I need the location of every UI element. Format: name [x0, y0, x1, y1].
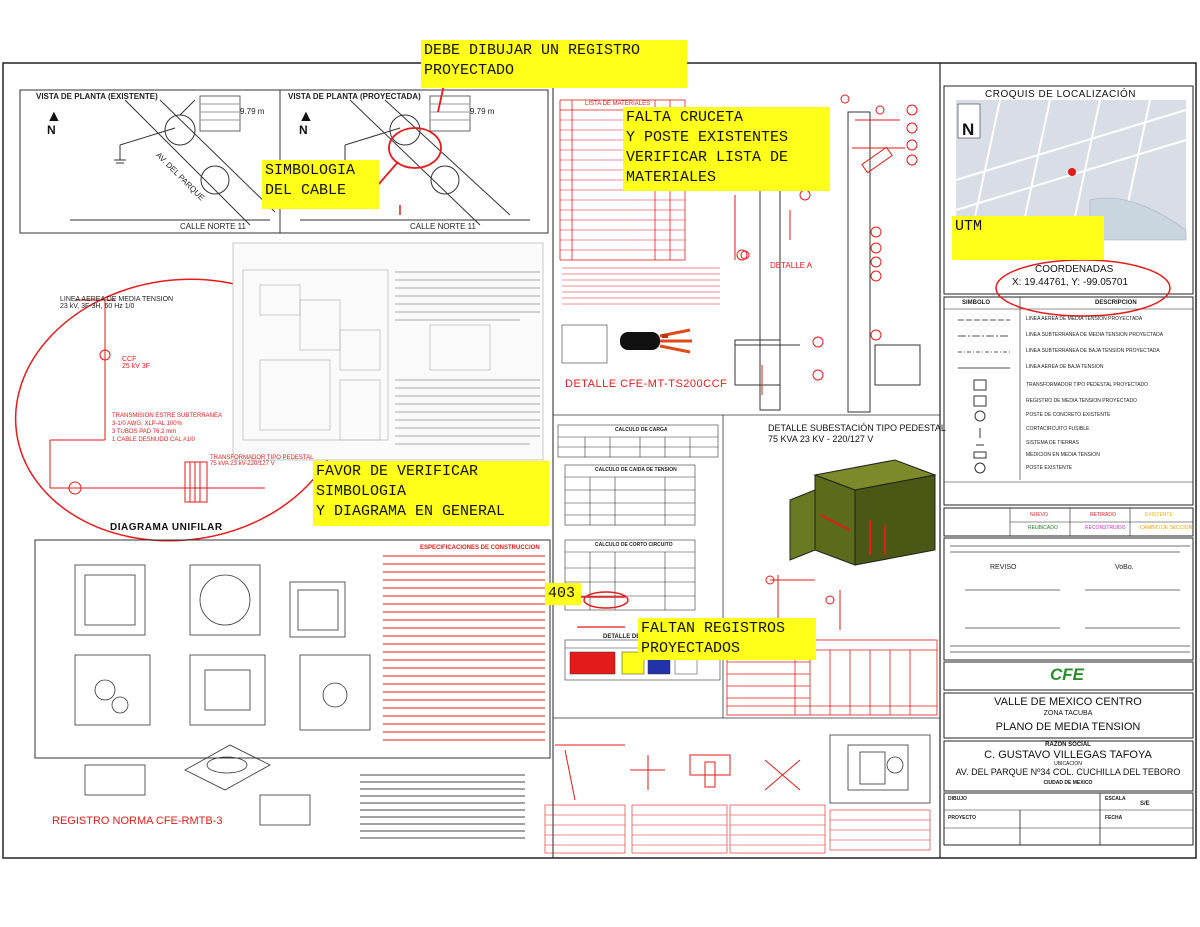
north-label-existente: N — [47, 123, 56, 137]
status-code: REUBICADO — [1028, 525, 1058, 531]
simbologia-col-symbol: SIMBOLO — [962, 300, 990, 306]
razon-social-value: C. GUSTAVO VILLEGAS TAFOYA — [984, 749, 1152, 761]
north-arrow-icon: ▲ — [298, 108, 314, 125]
registro-notes-lines — [383, 555, 545, 741]
calc-table-1-title: CALCULO DE CARGA — [615, 427, 668, 433]
ubicacion-label: UBICACION — [1054, 761, 1082, 767]
unifilar-ccf: CCF 25 kV 3F — [122, 356, 151, 370]
north-label-proyectada: N — [299, 123, 308, 137]
dibujo-label: DIBUJO — [948, 796, 967, 802]
unifilar-title: DIAGRAMA UNIFILAR — [110, 522, 223, 533]
note-verificar-simbologia: FAVOR DE VERIFICAR SIMBOLOGIA Y DIAGRAMA… — [313, 461, 549, 526]
simbologia-row: CORTACIRCUITO FUSIBLE — [1026, 426, 1090, 432]
simbologia-row: LINEA AEREA DE MEDIA TENSION PROYECTADA — [1026, 316, 1143, 322]
street-bottom-existente: CALLE NORTE 11 — [180, 222, 246, 231]
proyecto-label: PROYECTO — [948, 815, 976, 821]
note-403: 403 — [545, 583, 581, 605]
simbologia-row: MEDICION EN MEDIA TENSION — [1026, 452, 1100, 458]
status-code: RETIRADO — [1090, 512, 1116, 518]
registro-notes-title: ESPECIFICACIONES DE CONSTRUCCION — [420, 545, 540, 551]
street-bottom-proyectada: CALLE NORTE 11 — [410, 222, 476, 231]
simbologia-row: POSTE EXISTENTE — [1026, 465, 1073, 471]
status-code: NUEVO — [1030, 512, 1048, 518]
note-utm: UTM — [952, 216, 1104, 260]
map-north-label: N — [962, 120, 975, 139]
plan-existente-title: VISTA DE PLANTA (EXISTENTE) — [36, 92, 158, 101]
ciudad-value: CIUDAD DE MEXICO — [1043, 780, 1093, 786]
registro-title: REGISTRO NORMA CFE-RMTB-3 — [52, 815, 223, 827]
reviso-label: REVISO — [990, 564, 1017, 571]
simbologia-row: LINEA AEREA DE BAJA TENSION — [1026, 364, 1104, 370]
simbologia-row: TRANSFORMADOR TIPO PEDESTAL PROYECTADO — [1026, 382, 1149, 388]
note-registro-proyectado: DEBE DIBUJAR UN REGISTRO PROYECTADO — [421, 40, 687, 88]
dim-proyectada: 9.79 m — [470, 107, 495, 116]
bottom-details — [726, 639, 938, 716]
status-code: CAMBIO DE SECCION — [1140, 525, 1193, 531]
note-simbologia-cable: SIMBOLOGIA DEL CABLE — [262, 160, 379, 209]
unifilar-line-label: LINEA AEREA DE MEDIA TENSION 23 kV, 3F-3… — [60, 296, 174, 310]
plan-existente-drawing — [70, 95, 276, 226]
spec-text-lines — [395, 271, 540, 445]
pedestal-transformer — [789, 459, 937, 566]
escala-value: S/E — [1140, 801, 1150, 807]
plan-proyectada-drawing — [300, 95, 530, 226]
dim-existente: 9.79 m — [240, 107, 265, 116]
calc-tables — [557, 424, 719, 611]
razon-social-label: RAZON SOCIAL — [1045, 742, 1091, 748]
note-faltan-registros: FALTAN REGISTROS PROYECTADOS — [638, 618, 816, 660]
croquis-title: CROQUIS DE LOCALIZACIÓN — [985, 89, 1136, 100]
simbologia-row: POSTE DE CONCRETO EXISTENTE — [1026, 412, 1111, 418]
simbologia-row: LINEA SUBTERRANEA DE MEDIA TENSION PROYE… — [1026, 332, 1164, 338]
region-label: VALLE DE MEXICO CENTRO — [994, 696, 1142, 708]
coords-title: COORDENADAS — [1035, 264, 1114, 275]
vobo-label: VoBo. — [1115, 564, 1134, 571]
materials-title: LISTA DE MATERIALES — [585, 101, 651, 107]
simbologia-row: LINEA SUBTERRANEA DE BAJA TENSION PROYEC… — [1026, 348, 1160, 354]
unifilar-trafo: TRANSFORMADOR TIPO PEDESTAL 75 kVA 23 kV… — [210, 455, 314, 467]
simbologia-row: SISTEMA DE TIERRAS — [1026, 440, 1079, 446]
escala-label: ESCALA — [1105, 796, 1126, 802]
plano-label: PLANO DE MEDIA TENSION — [995, 721, 1141, 733]
simbologia-row: REGISTRO DE MEDIA TENSION PROYECTADO — [1026, 398, 1137, 404]
substation-title: DETALLE SUBESTACIÓN TIPO PEDESTAL 75 KVA… — [768, 423, 946, 444]
registro-drawings — [74, 564, 371, 826]
fecha-label: FECHA — [1105, 815, 1123, 821]
unifilar-transmision: TRANSMISION ESTRE SUBTERRANEA 3-1/0 AWG,… — [112, 413, 223, 443]
status-code: EXISTENTE — [1145, 512, 1173, 518]
simbologia-lines — [944, 297, 1193, 483]
simbologia-col-desc: DESCRIPCION — [1095, 300, 1137, 306]
cfe-logo: CFE — [1050, 665, 1084, 684]
unifilar-lines — [49, 299, 265, 503]
coords-value: X: 19.44761, Y: -99.05701 — [1012, 277, 1129, 288]
north-arrow-icon: ▲ — [46, 108, 62, 125]
detalle-a-label: DETALLE A — [770, 261, 813, 270]
note-falta-cruceta: FALTA CRUCETA Y POSTE EXISTENTES VERIFIC… — [623, 107, 830, 191]
zona-label: ZONA TACUBA — [1043, 710, 1093, 717]
direccion-value: AV. DEL PARQUE Nº34 COL. CUCHILLA DEL TE… — [955, 767, 1181, 777]
status-code: RECONSTRUIDO — [1085, 525, 1126, 531]
calc-table-2-title: CALCULO DE CAIDA DE TENSION — [595, 467, 677, 473]
calc-table-3-title: CALCULO DE CORTO CIRCUITO — [595, 542, 673, 548]
detail-cfe-label: DETALLE CFE-MT-TS200CCF — [565, 378, 728, 390]
plan-proyectada-title: VISTA DE PLANTA (PROYECTADA) — [288, 92, 421, 101]
